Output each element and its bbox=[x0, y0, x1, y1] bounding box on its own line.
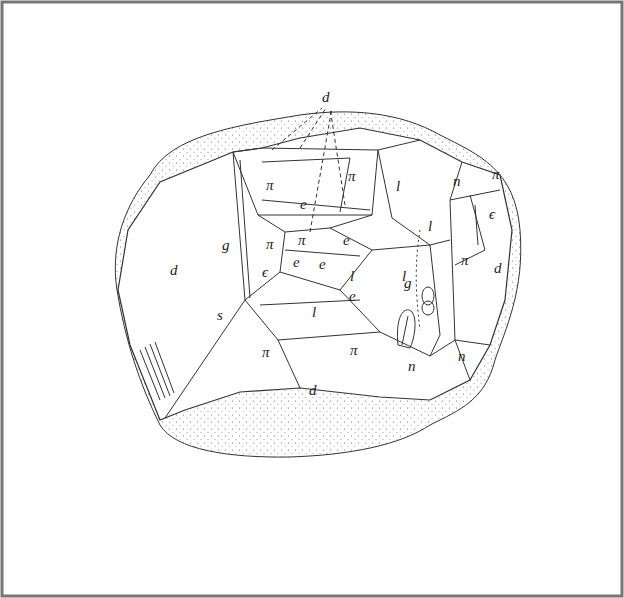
face-label: π bbox=[266, 237, 274, 252]
face-label: l bbox=[396, 179, 400, 194]
face-label: π bbox=[461, 253, 469, 268]
face-label: g bbox=[404, 276, 412, 291]
face-label: π bbox=[350, 343, 358, 358]
face-label: n bbox=[458, 349, 466, 364]
face-label: n bbox=[408, 359, 416, 374]
face-label: d bbox=[322, 90, 330, 105]
face-label: d bbox=[170, 263, 178, 278]
face-label: e bbox=[349, 289, 356, 304]
face-label: l bbox=[312, 305, 316, 320]
face-label: d bbox=[494, 261, 502, 276]
face-label: π bbox=[266, 178, 274, 193]
face-label: l bbox=[428, 219, 432, 234]
face-label: g bbox=[222, 238, 230, 253]
face-label: π bbox=[298, 233, 306, 248]
face-label: d bbox=[309, 383, 317, 398]
face-label: π bbox=[492, 167, 500, 182]
face-label: e bbox=[293, 255, 300, 270]
face-label: s bbox=[217, 308, 223, 323]
face-label: e bbox=[343, 233, 350, 248]
face-label: n bbox=[453, 174, 461, 189]
face-label: π bbox=[262, 345, 270, 360]
face-label: e bbox=[319, 257, 326, 272]
face-label: l bbox=[350, 269, 354, 284]
face-label: e bbox=[300, 197, 307, 212]
face-label: ϵ bbox=[262, 265, 268, 280]
face-label: π bbox=[348, 169, 356, 184]
face-label: ϵ bbox=[489, 207, 495, 222]
